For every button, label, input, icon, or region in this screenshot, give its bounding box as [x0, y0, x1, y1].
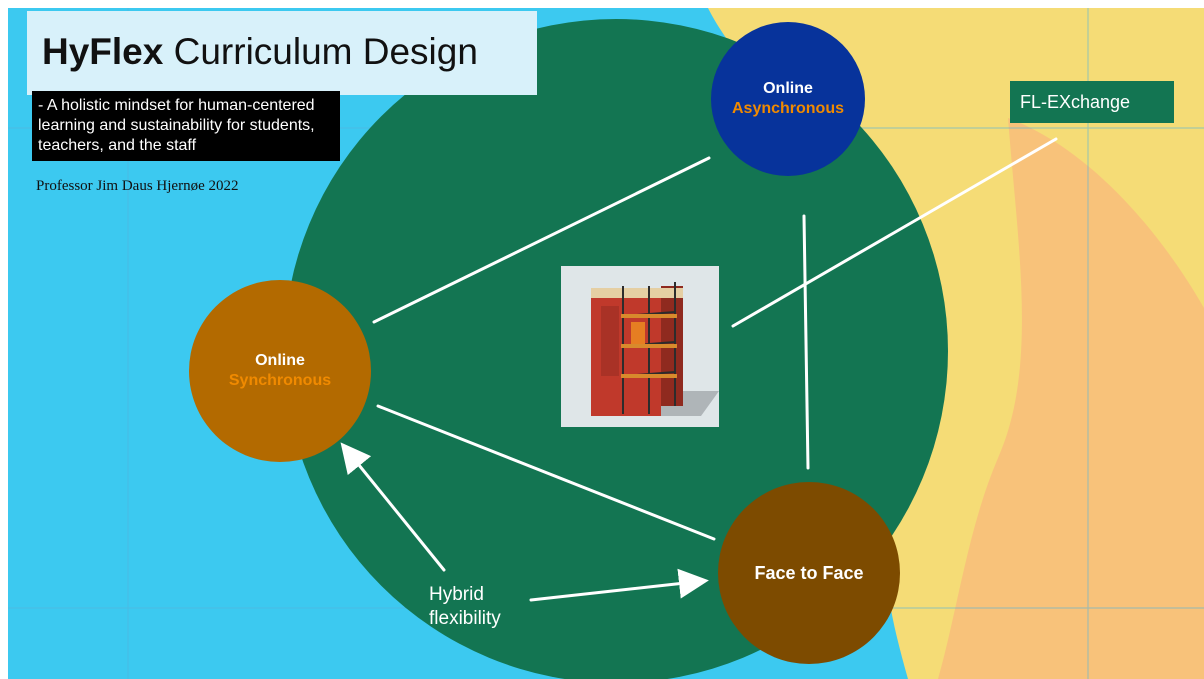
- page-title: HyFlex Curriculum Design: [42, 31, 478, 73]
- canvas: HyFlex Curriculum Design - A holistic mi…: [8, 8, 1204, 679]
- fl-exchange-label: FL-EXchange: [1010, 81, 1174, 123]
- online-asynchronous-node: Online Asynchronous: [711, 22, 865, 176]
- async-line1: Online: [763, 80, 813, 97]
- title-rest: Curriculum Design: [163, 31, 478, 72]
- online-synchronous-node: Online Synchronous: [189, 280, 371, 462]
- async-line2: Asynchronous: [731, 100, 844, 117]
- book-scaffolding-icon: [561, 266, 719, 427]
- f2f-label: Face to Face: [754, 563, 864, 583]
- title-box: HyFlex Curriculum Design: [27, 11, 537, 95]
- author-credit: Professor Jim Daus Hjernøe 2022: [36, 178, 239, 194]
- hybrid-line2: flexibility: [429, 608, 501, 629]
- subtitle-box: - A holistic mindset for human-centered …: [32, 91, 340, 161]
- title-bold: HyFlex: [42, 31, 164, 72]
- sync-line2: Synchronous: [228, 372, 332, 389]
- book-scaffolding-illustration: [561, 266, 719, 427]
- hybrid-line1: Hybrid: [429, 584, 484, 605]
- hybrid-flexibility-label: Hybrid flexibility: [429, 583, 501, 631]
- face-to-face-node: Face to Face: [718, 482, 900, 664]
- sync-line1: Online: [255, 352, 305, 369]
